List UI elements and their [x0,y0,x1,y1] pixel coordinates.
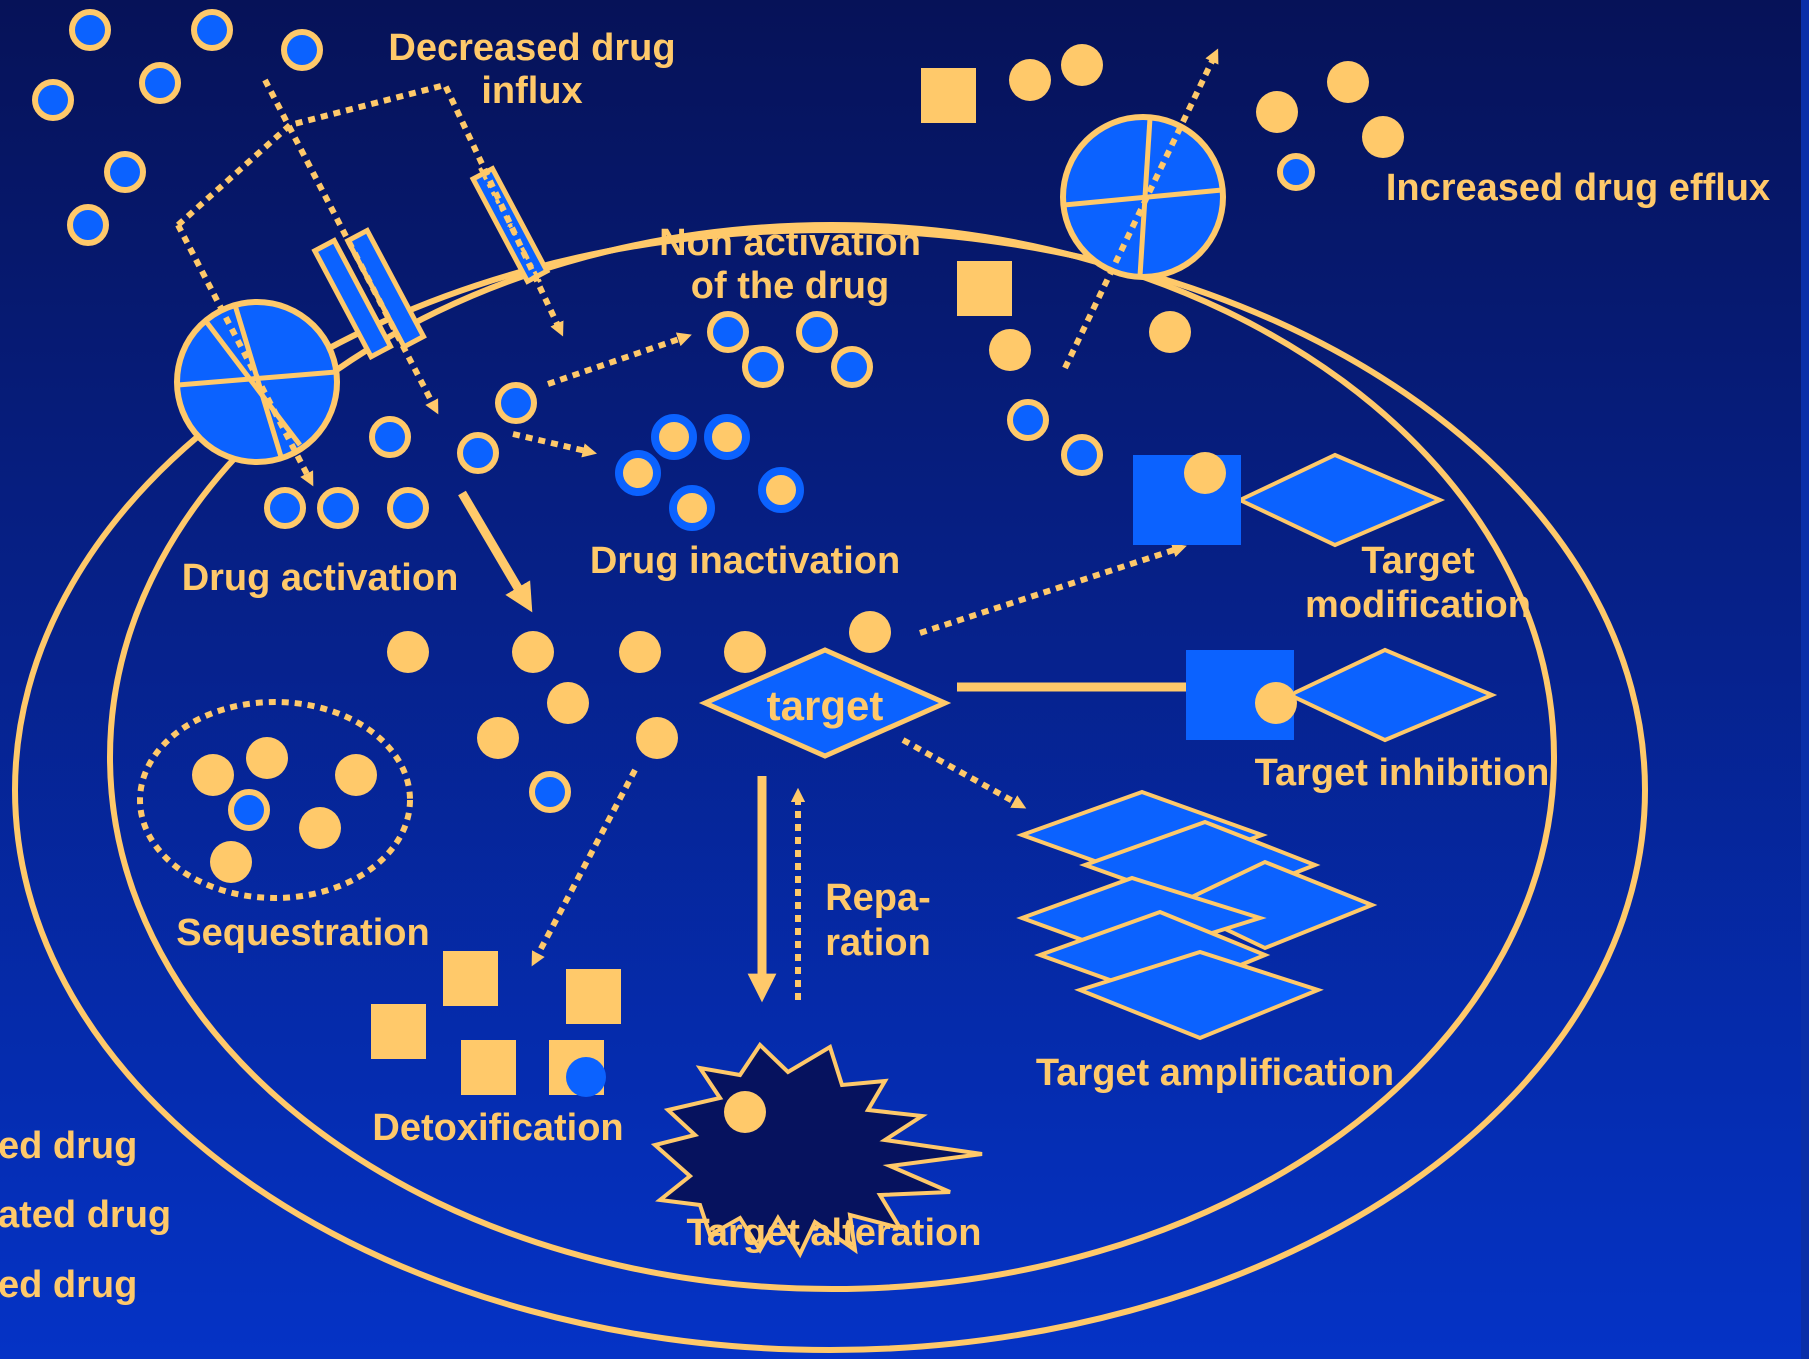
detoxified-drug-squares [371,68,1012,1097]
label-target-alteration: Target alteration [687,1212,982,1254]
target-diamond [698,647,952,759]
dotted-arrows [512,48,1219,1000]
label-non-activation-1: Non activation [659,222,921,264]
label-target: target [767,682,884,729]
solid-arrows [458,490,1220,1003]
label-non-activation-2: of the drug [691,265,889,307]
label-target-modification-1: Target [1361,540,1475,582]
label-reparation-1: Repa- [825,877,931,919]
target-amplification-graphic [1016,789,1378,1041]
label-sequestration: Sequestration [176,912,429,954]
inactivated-drug-molecules [615,414,804,531]
right-edge-bar [1801,0,1809,1359]
label-target-amplification: Target amplification [1036,1052,1394,1094]
label-increased-efflux: Increased drug efflux [1386,167,1770,209]
detox-arrow [531,768,638,967]
label-decreased-influx-1: Decreased drug [388,27,675,69]
label-target-modification-2: modification [1305,584,1531,626]
legend-item-1: ed drug [0,1125,137,1167]
legend-item-2: ated drug [0,1194,171,1236]
outer-cell-membrane [12,227,1648,1353]
label-decreased-influx-2: influx [481,70,582,112]
inner-cell-membrane [107,222,1557,1292]
sequestration-vesicle [137,699,413,901]
efflux-pump [1060,114,1226,280]
target-alteration-graphic [650,1041,983,1259]
legend: ed drug ated drug ed drug [0,1125,171,1306]
amplification-arrow [901,737,1027,809]
label-target-inhibition: Target inhibition [1255,752,1550,794]
label-drug-activation: Drug activation [182,557,459,599]
efflux-arrow [1062,48,1219,370]
legend-item-3: ed drug [0,1264,137,1306]
prodrug-molecules [32,9,1315,831]
inactivation-arrow [512,431,598,458]
modification-arrow [919,543,1187,636]
label-drug-inactivation: Drug inactivation [590,540,900,582]
active-drug-molecules [192,44,1404,883]
label-reparation-2: ration [825,922,931,964]
activation-arrow [458,490,533,613]
target-inhibition-graphic [1186,647,1498,743]
influx-pathways [175,78,564,487]
label-detoxification: Detoxification [372,1107,623,1149]
non-activation-arrow [547,332,692,387]
target-modification-graphic [1133,452,1446,548]
